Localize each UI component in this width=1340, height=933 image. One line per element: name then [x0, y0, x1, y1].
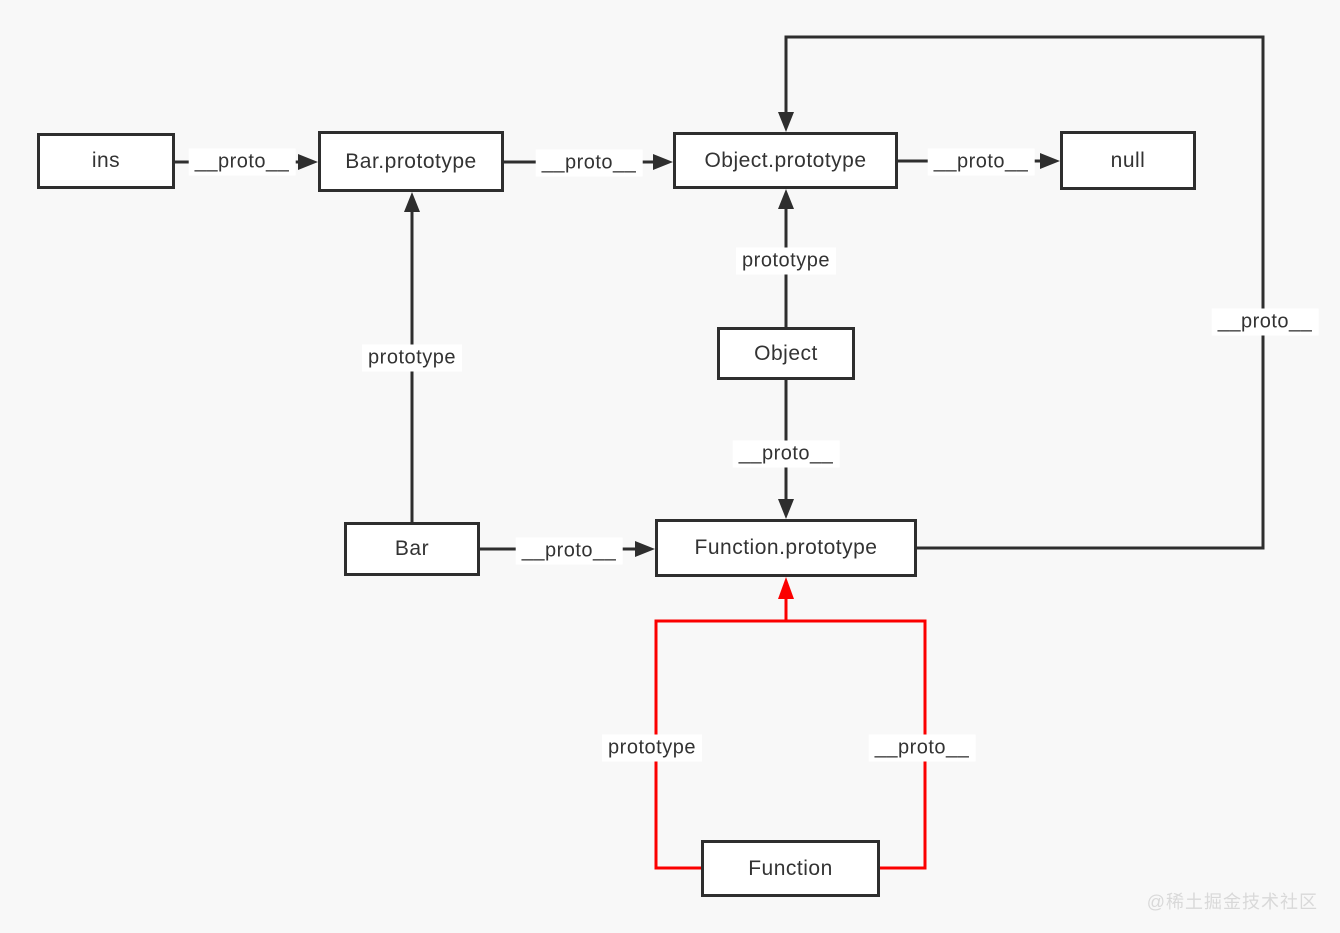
arrowhead-right-icon — [1040, 153, 1060, 169]
arrowhead-right-icon — [298, 154, 318, 170]
arrowhead-down-icon — [778, 499, 794, 519]
node-null: null — [1060, 131, 1196, 190]
edge-function-prototype-loop-to-object-prototype — [778, 35, 1265, 550]
edge-label-bar-prototype: prototype — [362, 344, 462, 372]
arrowhead-up-icon — [778, 189, 794, 209]
edge-label-ins-proto: __proto__ — [188, 148, 296, 176]
node-function-prototype: Function.prototype — [655, 519, 917, 577]
arrowhead-down-icon — [778, 112, 794, 132]
arrowhead-right-icon — [635, 541, 655, 557]
node-bar: Bar — [344, 522, 480, 576]
edge-function-to-function-prototype-red — [654, 577, 927, 870]
edge-label-function-proto-red: __proto__ — [868, 734, 976, 762]
node-bar-prototype: Bar.prototype — [318, 131, 504, 192]
node-object-prototype: Object.prototype — [673, 132, 898, 189]
arrowhead-up-icon — [404, 192, 420, 212]
edge-label-function-prototype-red: prototype — [602, 734, 702, 762]
edge-label-bar-proto: __proto__ — [515, 537, 623, 565]
arrowhead-right-icon — [653, 154, 673, 170]
edge-label-object-prototype: prototype — [736, 247, 836, 275]
edge-label-loop-proto: __proto__ — [1211, 308, 1319, 336]
node-object: Object — [717, 327, 855, 380]
edge-label-bar-prototype-proto: __proto__ — [535, 149, 643, 177]
edge-label-object-prototype-proto: __proto__ — [927, 148, 1035, 176]
node-ins: ins — [37, 133, 175, 189]
watermark: @稀土掘金技术社区 — [1146, 892, 1318, 912]
node-function: Function — [701, 840, 880, 897]
edge-label-object-proto: __proto__ — [732, 440, 840, 468]
arrowhead-up-red-icon — [778, 577, 794, 599]
